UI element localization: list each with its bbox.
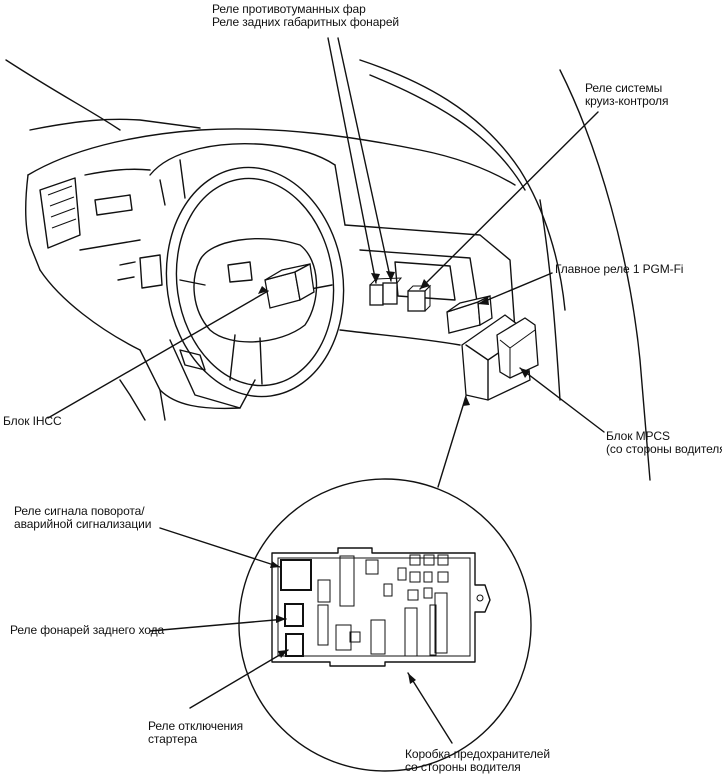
mpcs-unit-box	[461, 314, 539, 401]
fog-relay-label: Реле противотуманных фар Реле задних габ…	[212, 3, 399, 29]
leader-lines	[47, 37, 605, 488]
pgm-relay-label: Главное реле 1 PGM-Fi	[555, 263, 683, 276]
reverse-relay-label-line-1: Реле фонарей заднего хода	[10, 623, 165, 637]
starter-relay-label-line-2: стартера	[148, 732, 198, 746]
turn-relay-label: Реле сигнала поворота/ аварийной сигнали…	[14, 505, 151, 531]
cruise-relay-label: Реле системы круиз-контроля	[585, 82, 668, 108]
fog-relay-label-line-1: Реле противотуманных фар	[212, 2, 366, 16]
dashboard-outline	[5, 59, 651, 481]
fuse-box-label: Коробка предохранителей со стороны водит…	[405, 748, 550, 774]
cruise-relay-label-line-1: Реле системы	[585, 81, 663, 95]
reverse-relay-label: Реле фонарей заднего хода	[10, 624, 164, 637]
mpcs-unit-label: Блок MPCS (со стороны водителя)	[606, 430, 722, 456]
cruise-relay-box	[407, 284, 432, 312]
fog-relay-label-line-2: Реле задних габаритных фонарей	[212, 15, 400, 29]
starter-relay-label-line-1: Реле отключения	[148, 719, 244, 733]
turn-relay-label-line-2: аварийной сигнализации	[14, 517, 152, 531]
cruise-relay-label-line-2: круиз-контроля	[585, 94, 669, 108]
fuse-box-label-line-2: со стороны водителя	[405, 760, 521, 774]
steering-wheel	[165, 166, 345, 398]
fuse-box-detail	[149, 478, 532, 772]
ihcc-unit-label: Блок IHCC	[3, 415, 62, 428]
turn-relay-label-line-1: Реле сигнала поворота/	[14, 504, 145, 518]
pgm-relay-label-line-1: Главное реле 1 PGM-Fi	[555, 262, 684, 276]
mpcs-unit-label-line-1: Блок MPCS	[606, 429, 670, 443]
mpcs-unit-label-line-2: (со стороны водителя)	[606, 442, 722, 456]
pgm-relay-box	[446, 294, 493, 334]
starter-relay-label: Реле отключения стартера	[148, 720, 243, 746]
ihcc-unit-box	[264, 262, 315, 309]
fuse-box-label-line-1: Коробка предохранителей	[405, 747, 550, 761]
fog-relay-boxes	[369, 277, 403, 306]
ihcc-unit-label-line-1: Блок IHCC	[3, 414, 62, 428]
